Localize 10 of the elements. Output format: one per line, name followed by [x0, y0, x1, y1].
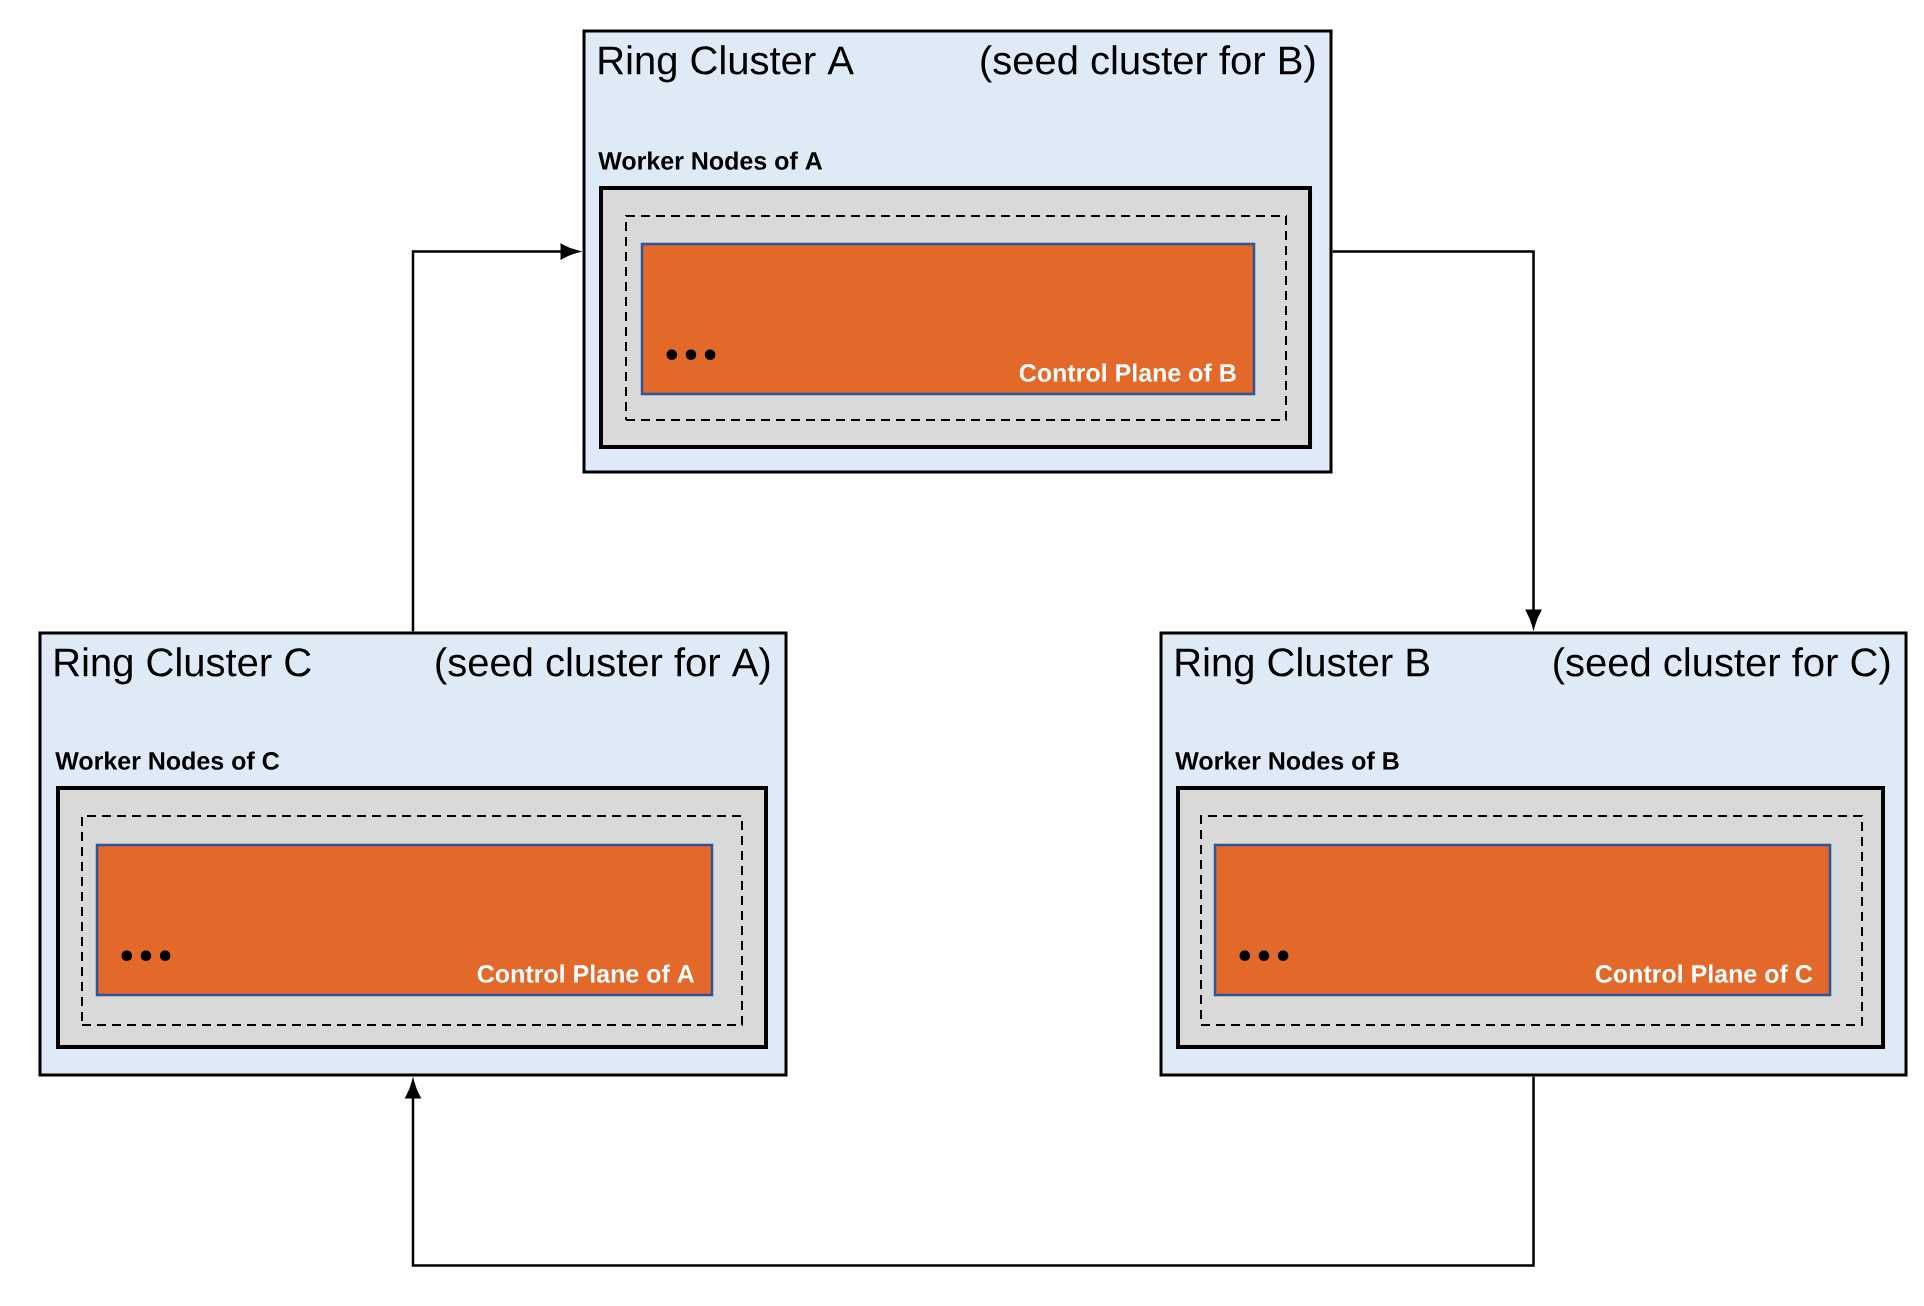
node-label: Worker Nodes of C	[55, 751, 280, 770]
dashed-box	[625, 215, 1287, 421]
control-plane-box: ••• Control Plane of C	[1213, 843, 1832, 997]
node-label: Worker Nodes of B	[1175, 751, 1399, 770]
control-plane-box: ••• Control Plane of B	[640, 242, 1256, 396]
dashed-box	[81, 815, 743, 1026]
node-label: Worker Nodes of A	[598, 151, 823, 170]
dashed-box	[1200, 815, 1863, 1026]
arrow	[405, 1076, 1535, 1267]
control-plane-box: ••• Control Plane of A	[95, 843, 714, 997]
